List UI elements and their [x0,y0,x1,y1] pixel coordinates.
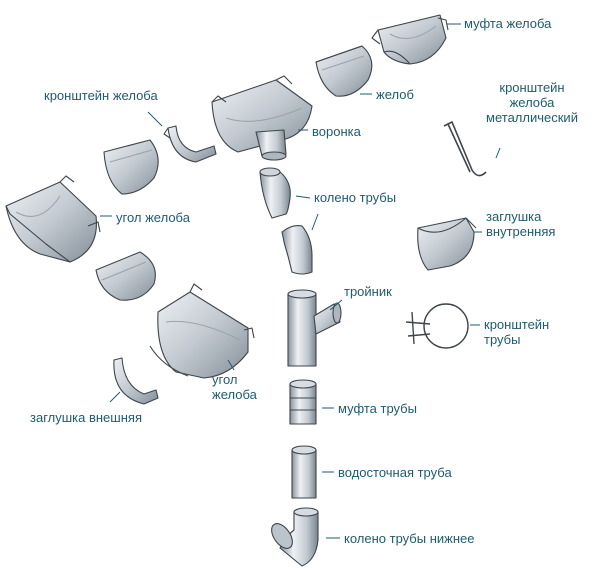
label-inner-end-cap: заглушка внутренняя [486,209,556,239]
pipe-elbow-lower-part [281,225,313,275]
gutter-section-left [103,139,159,195]
label-downpipe: водосточная труба [338,465,452,480]
lower-pipe-elbow-part [271,507,319,567]
label-gutter-coupling: муфта желоба [464,16,552,31]
label-gutter: желоб [376,87,414,102]
pipe-coupling-part [289,379,317,425]
downpipe-part [291,445,317,499]
gutter-corner-left-part [5,175,101,263]
label-metal-gutter-bracket: кронштейн желоба металлический [486,80,578,125]
pipe-bracket-part [405,303,469,349]
label-pipe-tee: тройник [344,284,392,299]
label-gutter-corner-right: угол желоба [212,372,257,402]
label-pipe-elbow: колено трубы [314,190,397,205]
label-pipe-coupling: муфта трубы [338,401,417,416]
label-lower-pipe-elbow: колено трубы нижнее [344,531,475,546]
inner-end-cap-part [417,217,477,271]
pipe-tee-part [287,289,342,367]
label-funnel: воронка [312,124,361,139]
metal-gutter-bracket-part [443,121,487,177]
leader-lines [100,23,501,539]
gutter-corner-right-part [149,283,255,379]
gutter-section-right [315,45,373,97]
outer-end-cap-part [113,357,159,405]
gutter-section-middle [95,251,156,301]
label-pipe-bracket: кронштейн трубы [484,317,550,347]
label-gutter-corner-left: угол желоба [116,210,190,225]
gutter-coupling-part [371,14,449,65]
label-gutter-bracket: кронштейн желоба [44,88,158,103]
funnel-part [211,75,313,161]
gutter-bracket-part [163,125,217,163]
label-outer-end-cap: заглушка внешняя [30,410,142,425]
pipe-elbow-upper-part [259,167,291,219]
